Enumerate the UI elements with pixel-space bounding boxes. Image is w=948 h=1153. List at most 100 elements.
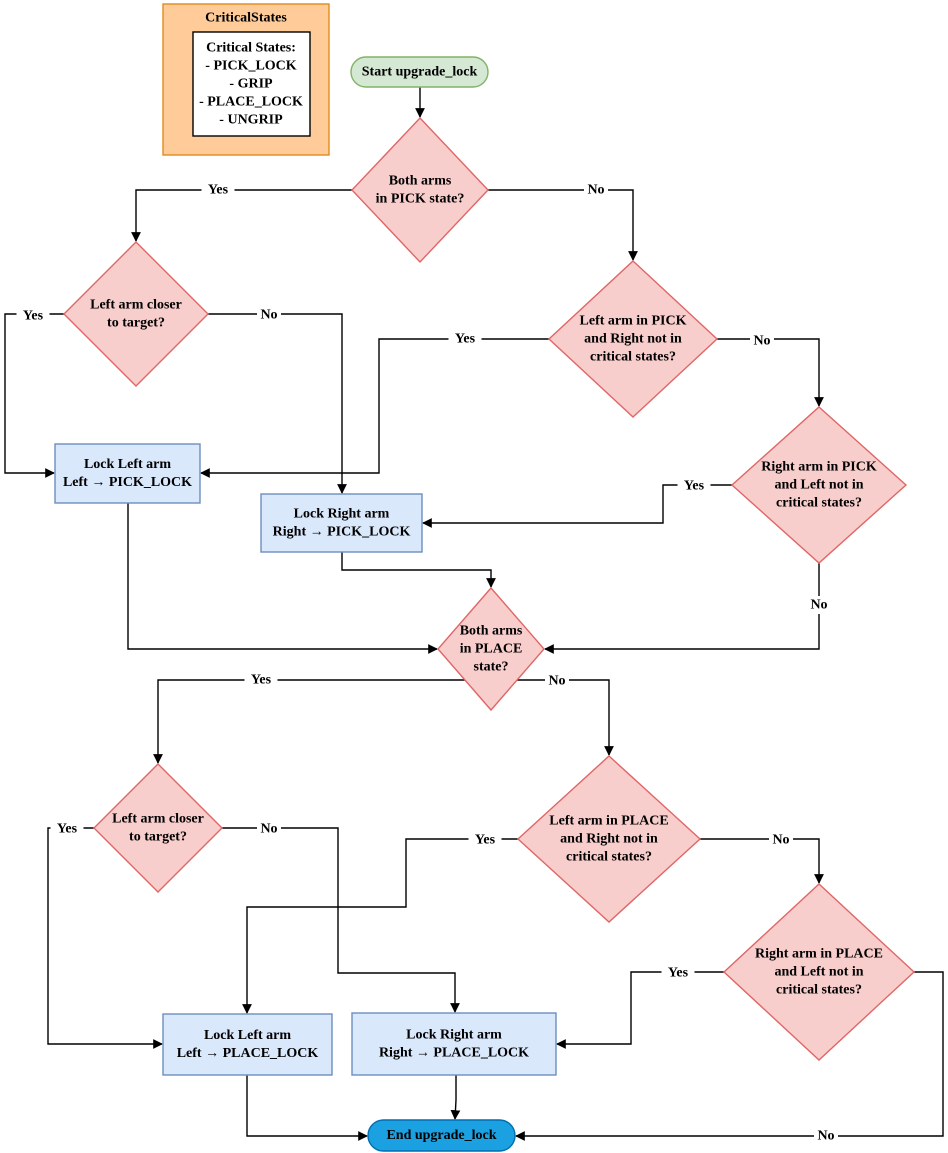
d-right-pick-text-line-1: Right arm in PICK bbox=[761, 460, 877, 475]
edge-label-background bbox=[814, 1127, 838, 1145]
decision-diamond bbox=[351, 116, 489, 264]
d-left-pick-text-line-1: Left arm in PICK bbox=[580, 314, 687, 329]
edge-lock-right-pick-to-both-place bbox=[341, 552, 496, 588]
d-both-place-text-line-2: in PLACE bbox=[460, 642, 523, 657]
lock-right-pick-text-line-2: Right → PICK_LOCK bbox=[273, 525, 411, 540]
edge-label-text: No bbox=[810, 598, 827, 613]
legend-item-line-5: - UNGRIP bbox=[219, 113, 283, 128]
edge-label-background bbox=[584, 181, 608, 199]
d-right-place-text-line-2: and Left not in bbox=[774, 965, 863, 980]
d-both-place-text-line-1: Both arms bbox=[460, 624, 523, 639]
edge-label-background bbox=[769, 831, 793, 849]
edge-label-text: Yes bbox=[684, 479, 705, 494]
lock-left-place-text-line-1: Lock Left arm bbox=[204, 1028, 291, 1043]
edge-left-place-no bbox=[700, 838, 824, 884]
label-right-pick-no: No bbox=[807, 596, 831, 614]
legend-item-line-4: - PLACE_LOCK bbox=[199, 95, 303, 110]
edge-label-background bbox=[677, 477, 711, 495]
decision-diamond bbox=[547, 260, 719, 418]
edge-label-text: No bbox=[817, 1129, 834, 1144]
d-left-closer-pick-text-line-1: Left arm closer bbox=[90, 298, 182, 313]
label-left-pick-no: No bbox=[750, 332, 774, 350]
lock-left-pick-text-line-1: Lock Left arm bbox=[84, 457, 171, 472]
d-right-place-text-line-1: Right arm in PLACE bbox=[755, 947, 883, 962]
d-right-pick-text-line-3: critical states? bbox=[776, 496, 862, 511]
legend-item-line-1: Critical States: bbox=[206, 41, 296, 56]
label-both-place-yes: Yes bbox=[244, 671, 278, 689]
edge-label-text: Yes bbox=[57, 822, 78, 837]
edge-right-pick-no bbox=[544, 563, 820, 654]
decision-diamond bbox=[437, 586, 545, 712]
edge-right-place-yes bbox=[556, 971, 724, 1049]
terminal-pill bbox=[350, 56, 489, 88]
start-text-line-1: Start upgrade_lock bbox=[362, 65, 478, 80]
edge-label-background bbox=[750, 332, 774, 350]
edge-left-place-yes bbox=[242, 838, 518, 1014]
label-left-closer-pick-no: No bbox=[257, 306, 281, 324]
label-right-pick-yes: Yes bbox=[677, 477, 711, 495]
d-left-place-text-line-3: critical states? bbox=[566, 850, 652, 865]
decision-diamond bbox=[93, 763, 223, 893]
d-both-pick-text-line-1: Both arms bbox=[389, 174, 452, 189]
edge-label-background bbox=[545, 672, 569, 690]
node-start: Start upgrade_lock bbox=[350, 56, 489, 88]
label-right-place-no: No bbox=[814, 1127, 838, 1145]
label-both-pick-no: No bbox=[584, 181, 608, 199]
label-left-closer-pick-yes: Yes bbox=[16, 307, 50, 325]
edge-left-closer-place-no bbox=[222, 827, 460, 1013]
edge-label-text: Yes bbox=[251, 673, 272, 688]
node-d-left-closer-place: Left arm closer to target? bbox=[93, 763, 223, 893]
end-text-line-1: End upgrade_lock bbox=[386, 1128, 496, 1143]
lock-left-pick-text-line-2: Left → PICK_LOCK bbox=[63, 475, 192, 490]
edge-left-closer-pick-no bbox=[208, 313, 347, 494]
d-both-pick-text-line-2: in PICK state? bbox=[376, 192, 465, 207]
d-left-pick-text-line-2: and Right not in bbox=[584, 332, 682, 347]
d-left-place-text-line-2: and Right not in bbox=[560, 832, 658, 847]
edge-lock-left-place-to-end bbox=[246, 1075, 368, 1141]
label-left-pick-yes: Yes bbox=[448, 330, 482, 348]
lock-right-pick-text-line-1: Lock Right arm bbox=[294, 507, 390, 522]
decision-diamond bbox=[730, 406, 908, 564]
edge-label-text: Yes bbox=[455, 332, 476, 347]
edge-both-pick-no bbox=[488, 189, 638, 261]
legend-title: CriticalStates bbox=[205, 11, 287, 26]
edge-label-text: No bbox=[548, 674, 565, 689]
edge-label-text: No bbox=[260, 822, 277, 837]
edge-left-pick-yes bbox=[200, 338, 549, 478]
label-both-pick-yes: Yes bbox=[201, 181, 235, 199]
edge-right-place-no bbox=[515, 971, 944, 1141]
decision-diamond bbox=[516, 755, 702, 923]
terminal-pill bbox=[367, 1119, 516, 1152]
node-d-both-pick: Both arms in PICK state? bbox=[351, 116, 489, 264]
edge-label-text: Yes bbox=[23, 309, 44, 324]
edge-label-text: No bbox=[587, 183, 604, 198]
edge-label-background bbox=[16, 307, 50, 325]
label-left-place-no: No bbox=[769, 831, 793, 849]
edge-label-background bbox=[661, 964, 695, 982]
lock-right-place-text-line-1: Lock Right arm bbox=[406, 1028, 502, 1043]
d-left-closer-place-text-line-1: Left arm closer bbox=[112, 812, 204, 827]
edge-lock-left-pick-to-both-place bbox=[127, 503, 438, 654]
process-box bbox=[54, 443, 201, 504]
lock-right-place-text-line-2: Right → PLACE_LOCK bbox=[379, 1046, 529, 1061]
edge-label-background bbox=[50, 820, 84, 838]
edge-label-text: No bbox=[772, 833, 789, 848]
label-both-place-no: No bbox=[545, 672, 569, 690]
edge-label-background bbox=[257, 820, 281, 838]
d-left-closer-place-text-line-2: to target? bbox=[129, 830, 187, 845]
node-end: End upgrade_lock bbox=[367, 1119, 516, 1152]
edge-label-background bbox=[201, 181, 235, 199]
